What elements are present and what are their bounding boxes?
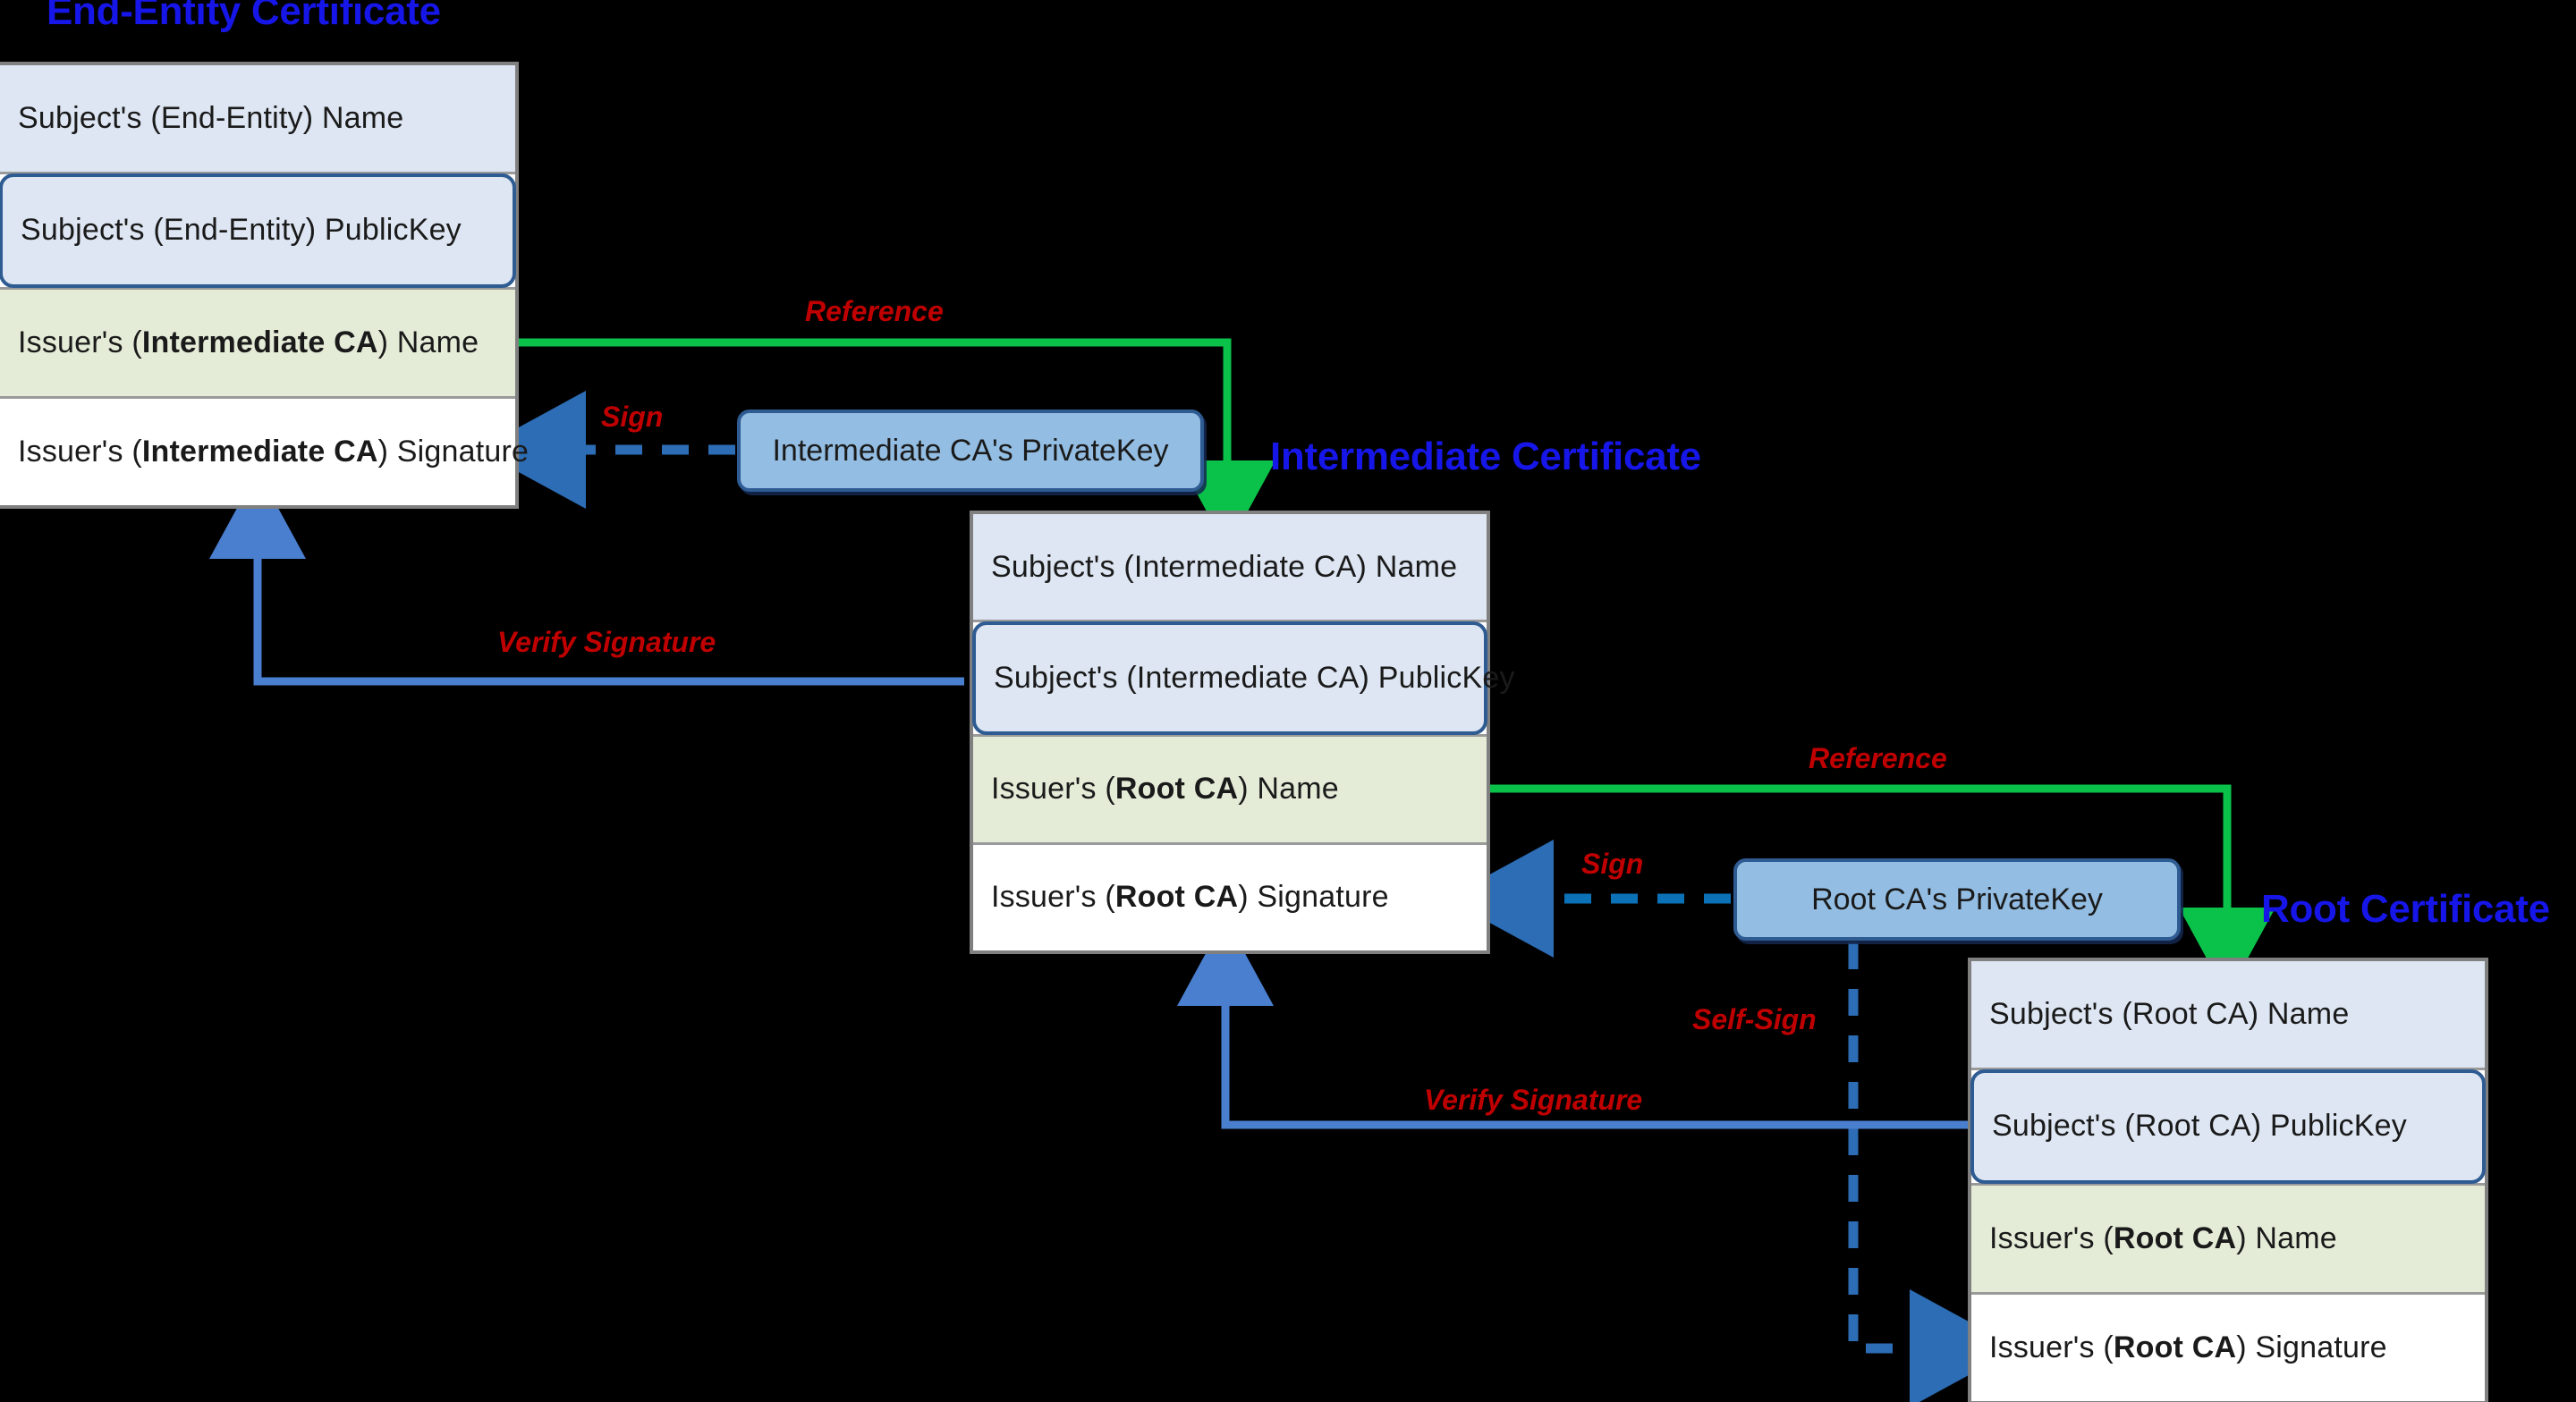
- row-label: Subject's (Intermediate CA) Name: [991, 549, 1458, 584]
- row-label-suffix: ) Signature: [2236, 1330, 2387, 1364]
- row-label-bold: Intermediate CA: [141, 325, 378, 359]
- row-label-prefix: Issuer's (: [18, 325, 142, 359]
- end-entity-issuer-name-row[interactable]: Issuer's (Intermediate CA) Name: [0, 286, 515, 399]
- root-issuer-name-row[interactable]: Issuer's (Root CA) Name: [1971, 1182, 2485, 1295]
- row-label: Subject's (Root CA) Name: [1989, 997, 2350, 1032]
- row-label-suffix: ) Signature: [1238, 880, 1389, 915]
- root-issuer-signature-row[interactable]: Issuer's (Root CA) Signature: [1971, 1294, 2485, 1401]
- self-sign-arrow: [1848, 942, 2018, 1402]
- intermediate-issuer-signature-row[interactable]: Issuer's (Root CA) Signature: [973, 844, 1487, 950]
- self-sign-label: Self-Sign: [1692, 1003, 1817, 1035]
- row-label-bold: Root CA: [2113, 1220, 2237, 1255]
- row-label-suffix: ) Name: [1238, 772, 1339, 807]
- sign-label-top: Sign: [601, 401, 664, 433]
- intermediate-subject-publickey-row[interactable]: Subject's (Intermediate CA) PublicKey: [972, 621, 1515, 735]
- row-label-bold: Root CA: [1114, 880, 1239, 915]
- root-ca-privatekey-label: Root CA's PrivateKey: [1811, 882, 2103, 916]
- root-certificate: Subject's (Root CA) Name Subject's (Root…: [1968, 958, 2488, 1402]
- row-label-suffix: ) Signature: [377, 434, 530, 469]
- row-label-prefix: Issuer's (: [991, 880, 1115, 915]
- reference-label-bottom: Reference: [1809, 742, 1947, 774]
- end-entity-certificate: Subject's (End-Entity) Name Subject's (E…: [0, 62, 529, 509]
- root-subject-publickey-row[interactable]: Subject's (Root CA) PublicKey: [1970, 1069, 2486, 1184]
- row-label-prefix: Issuer's (: [991, 772, 1115, 807]
- intermediate-issuer-name-row[interactable]: Issuer's (Root CA) Name: [973, 733, 1487, 845]
- verify-signature-label-bottom: Verify Signature: [1424, 1084, 1643, 1116]
- row-label-bold: Intermediate CA: [141, 434, 378, 469]
- verify-signature-label-top: Verify Signature: [497, 626, 716, 658]
- row-label: Subject's (Root CA) PublicKey: [1992, 1109, 2407, 1144]
- root-certificate-title: Root Certificate: [2261, 887, 2550, 931]
- end-entity-issuer-signature-row[interactable]: Issuer's (Intermediate CA) Signature: [0, 398, 529, 505]
- sign-label-bottom: Sign: [1581, 848, 1644, 880]
- intermediate-ca-privatekey-label: Intermediate CA's PrivateKey: [772, 433, 1169, 468]
- row-label-suffix: ) Name: [377, 325, 479, 359]
- row-label: Subject's (End-Entity) PublicKey: [21, 213, 462, 248]
- reference-label-top: Reference: [805, 295, 944, 327]
- row-label-prefix: Issuer's (: [18, 434, 142, 469]
- intermediate-certificate-title: Intermediate Certificate: [1270, 435, 1701, 478]
- end-entity-subject-name-row[interactable]: Subject's (End-Entity) Name: [0, 65, 515, 175]
- intermediate-ca-privatekey-box[interactable]: Intermediate CA's PrivateKey: [737, 410, 1204, 492]
- row-label-prefix: Issuer's (: [1989, 1220, 2114, 1255]
- row-label-bold: Root CA: [1114, 772, 1239, 807]
- intermediate-subject-name-row[interactable]: Subject's (Intermediate CA) Name: [973, 514, 1487, 623]
- row-label-prefix: Issuer's (: [1989, 1330, 2114, 1364]
- root-ca-privatekey-box[interactable]: Root CA's PrivateKey: [1733, 858, 2181, 941]
- intermediate-certificate: Subject's (Intermediate CA) Name Subject…: [970, 511, 1515, 954]
- root-subject-name-row[interactable]: Subject's (Root CA) Name: [1971, 961, 2485, 1071]
- row-label: Subject's (Intermediate CA) PublicKey: [994, 660, 1515, 695]
- end-entity-subject-publickey-row[interactable]: Subject's (End-Entity) PublicKey: [0, 173, 516, 288]
- row-label: Subject's (End-Entity) Name: [18, 101, 404, 136]
- row-label-suffix: ) Name: [2236, 1220, 2337, 1255]
- row-label-bold: Root CA: [2113, 1330, 2237, 1364]
- end-entity-certificate-title: End-Entity Certificate: [47, 0, 441, 33]
